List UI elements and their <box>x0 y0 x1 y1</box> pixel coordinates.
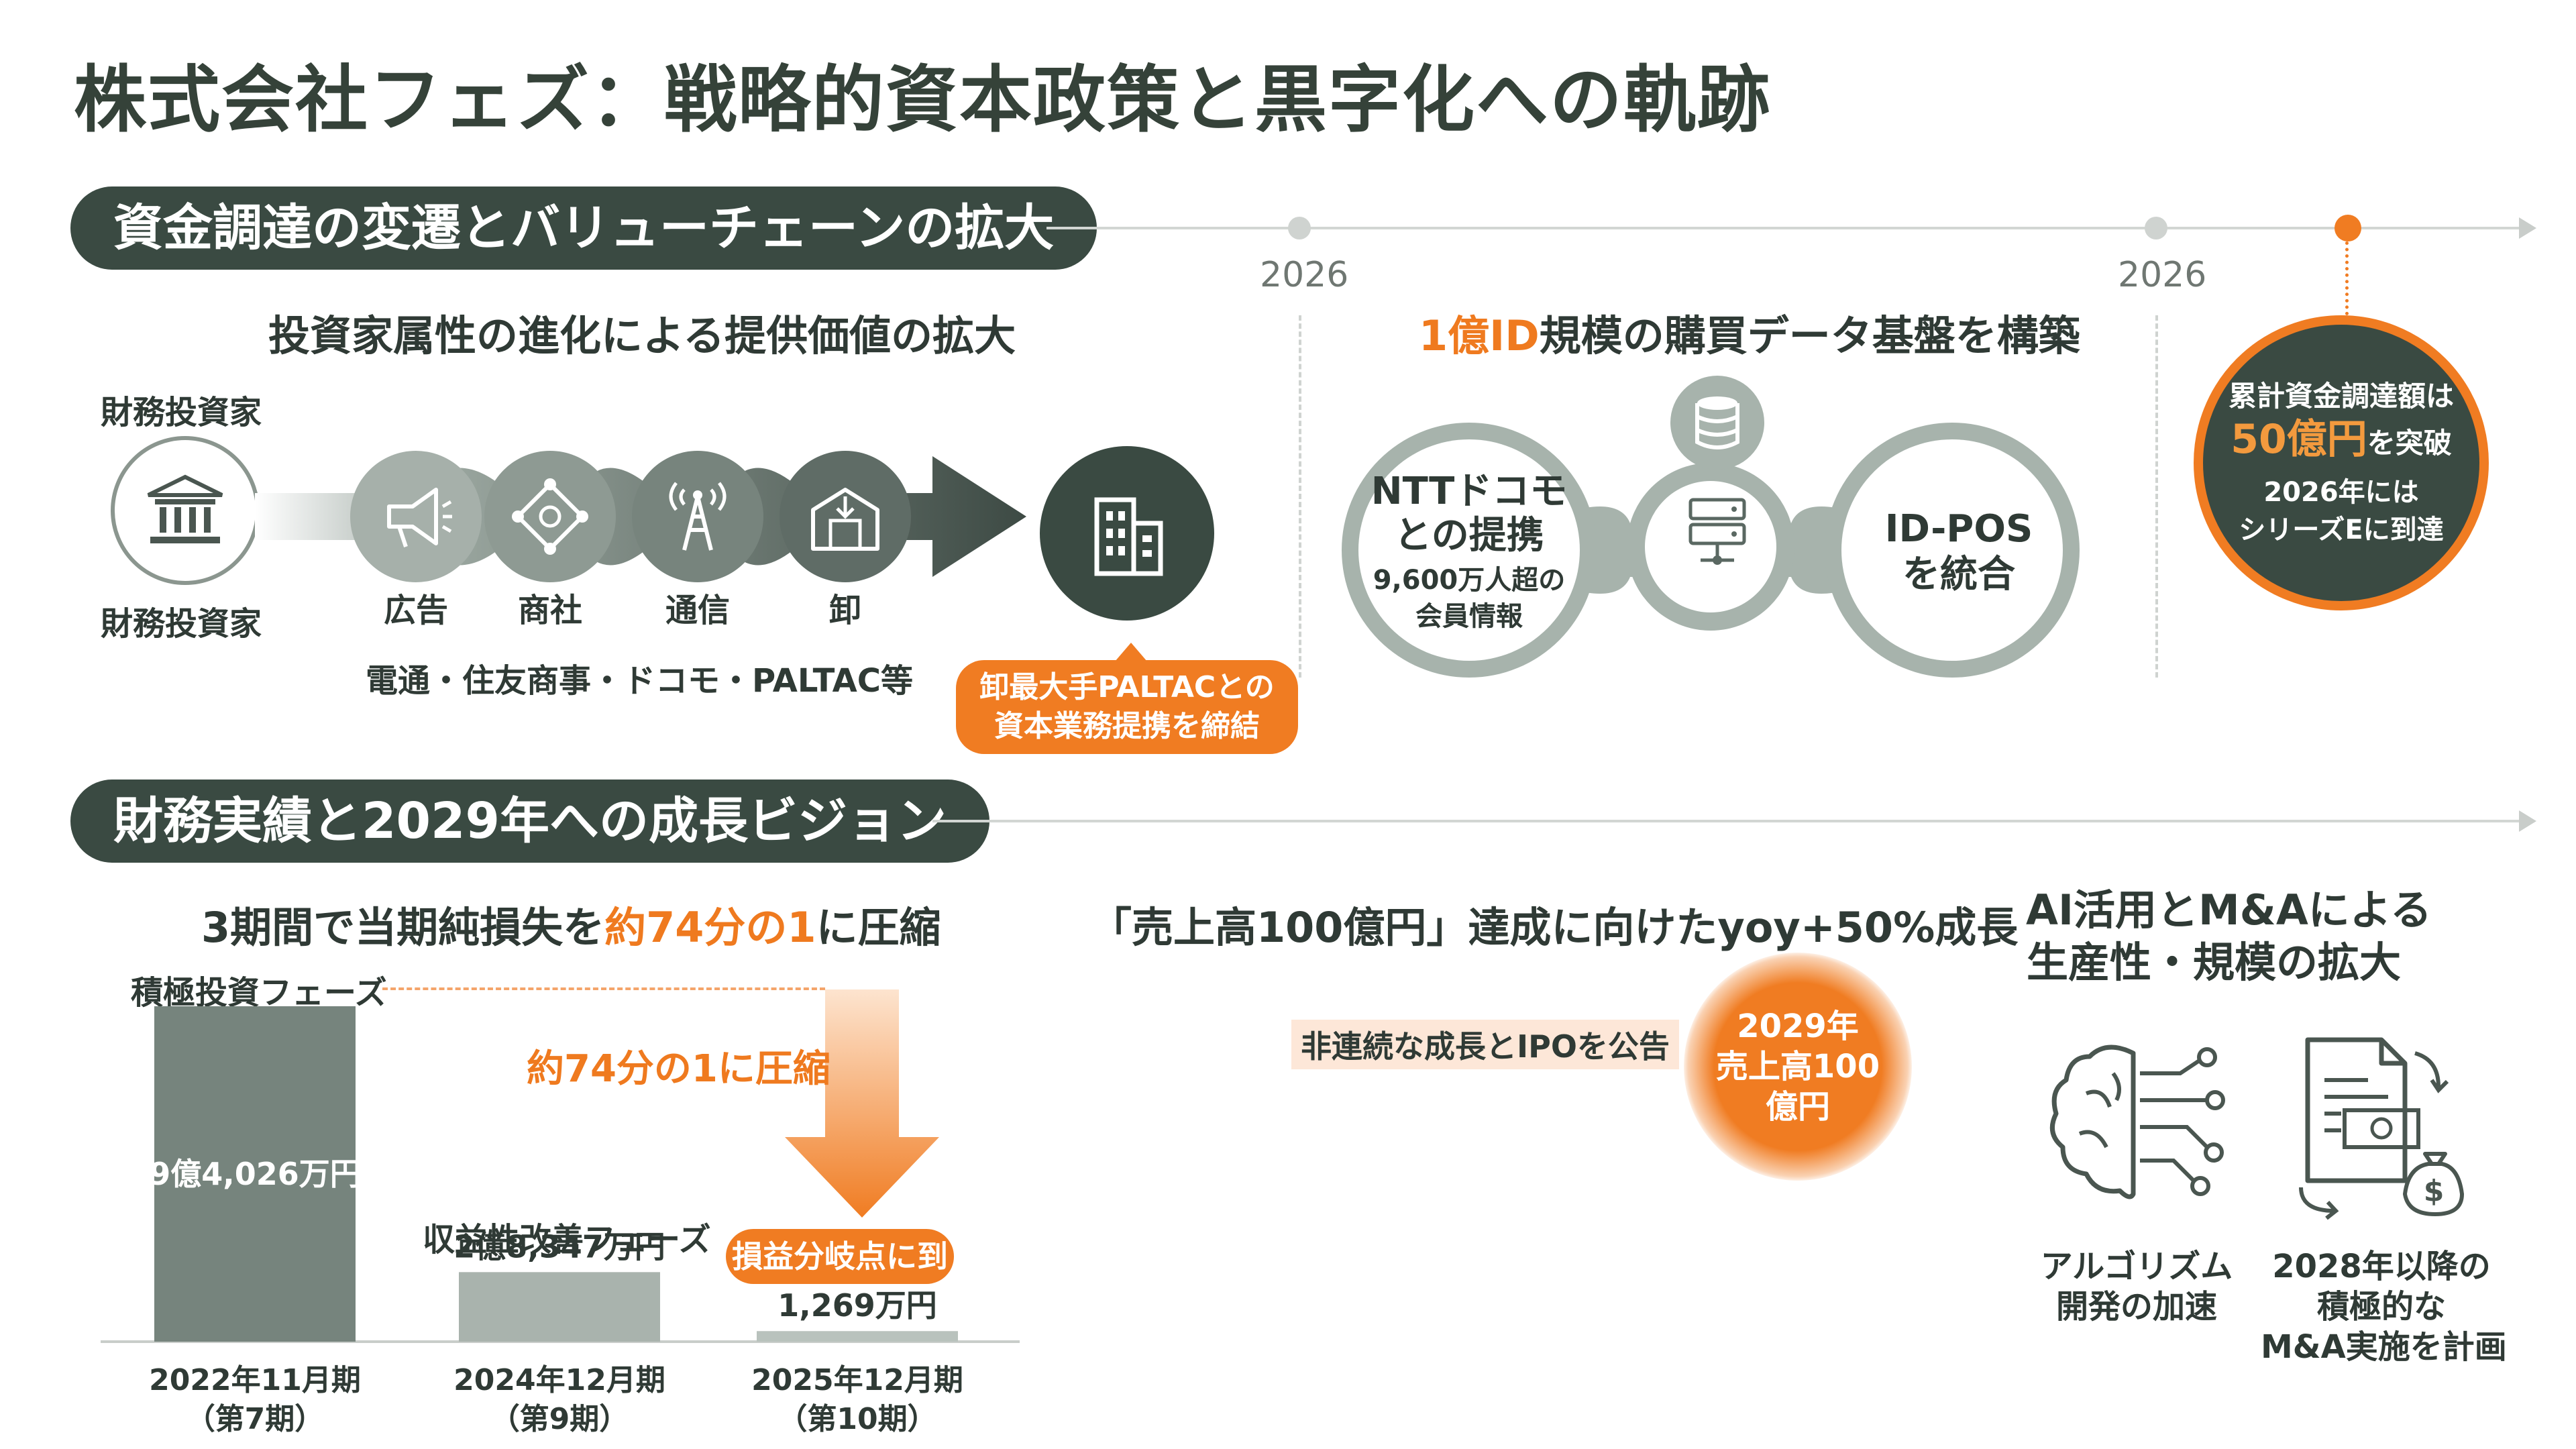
compress-arrow <box>785 989 939 1218</box>
chain-companies: 電通・住友商事・ドコモ・PALTAC等 <box>366 662 913 700</box>
ai-item1: アルゴリズム 開発の加速 <box>2019 1246 2254 1327</box>
database-icon <box>1670 376 1764 470</box>
chart-category-sublabel: （第9期） <box>490 1402 629 1436</box>
investor-top-label: 財務投資家 <box>101 394 262 431</box>
chart-category-label: 2024年12月期 <box>453 1363 665 1397</box>
chart-value-label: 2億8,347万円 <box>453 1228 665 1265</box>
chain-label: 商社 <box>517 592 582 629</box>
docomo-block: NTTドコモ との提携 9,600万人超の 会員情報 <box>1362 470 1576 635</box>
chain-label: 通信 <box>665 592 730 629</box>
callout-pointer <box>1115 643 1147 661</box>
funding-line: 累計資金調達額は <box>2228 380 2454 413</box>
breakeven-label: 損益分岐点に到達 <box>726 1229 954 1330</box>
chart-bar <box>757 1331 958 1342</box>
timeline-line <box>1046 227 2522 229</box>
building-icon <box>1040 446 1214 621</box>
ai-item2-line: 2028年以降の <box>2272 1248 2491 1285</box>
data-platform-diagram <box>1342 423 2080 678</box>
growth-title: 「売上高100億円」達成に向けたyoy+50%成長 <box>1090 903 2019 952</box>
loss-bar-chart: 9億4,026万円 2022年11月期 （第7期） 2億8,347万円 2024年12月… <box>101 1006 1020 1436</box>
section2-heading: 財務実績と2029年への成長ビジョン <box>70 780 989 863</box>
paltac-note-line: 卸最大手PALTACとの <box>979 670 1275 704</box>
value-chain-arrow <box>255 451 1026 582</box>
docomo-label: との提携 <box>1394 514 1544 557</box>
ai-item2-line: 積極的な <box>2316 1288 2446 1326</box>
chart-bar <box>154 1006 356 1342</box>
docomo-sub: 9,600万人超の <box>1373 565 1566 596</box>
chart-category-label: 2022年11月期 <box>149 1363 361 1397</box>
target-circle: 2029年 売上高100 億円 <box>1684 953 1912 1181</box>
chain-label: 卸 <box>828 592 861 629</box>
ai-item1-line: アルゴリズム <box>2040 1248 2233 1285</box>
funding-suffix: を突破 <box>2367 427 2452 460</box>
docomo-label: NTTドコモ <box>1371 470 1568 513</box>
ipo-label: 非連続な成長とIPOを公告 <box>1291 1020 1679 1069</box>
idpos-label: を統合 <box>1902 553 2015 596</box>
timeline-dot <box>1288 217 1311 239</box>
ai-title: AI活用とM&Aによる 生産性・規模の拡大 <box>2026 884 2432 989</box>
ai-item2: 2028年以降の 積極的な M&A実施を計画 <box>2261 1246 2507 1367</box>
funding-line: 2026年には <box>2263 477 2419 508</box>
timeline-arrow-icon <box>2519 217 2536 239</box>
ai-title-line: 生産性・規模の拡大 <box>2026 938 2401 987</box>
page-title: 株式会社フェズ：戦略的資本政策と黒字化への軌跡 <box>74 58 1772 142</box>
divider <box>1299 315 1301 678</box>
phase1-label: 積極投資フェーズ <box>131 974 387 1012</box>
document-money-icon: $ <box>2294 1033 2469 1221</box>
funding-line: シリーズEに到達 <box>2239 515 2444 545</box>
bank-icon <box>111 436 260 585</box>
funding-amount-line: 50億円を突破 <box>2231 416 2452 467</box>
warehouse-icon <box>805 476 885 557</box>
loss-title: 3期間で当期純損失を約74分の1に圧縮 <box>201 894 941 954</box>
funding-circle: 累計資金調達額は 50億円を突破 2026年には シリーズEに到達 <box>2194 315 2489 610</box>
timeline-dot <box>2145 217 2167 239</box>
timeline-dot-active <box>2334 215 2361 241</box>
megaphone-icon <box>376 476 456 557</box>
timeline-year: 2026 <box>2118 255 2207 295</box>
funding-amount: 50億円 <box>2231 416 2367 463</box>
idpos-block: ID-POS を統合 <box>1851 506 2066 598</box>
section1-heading: 資金調達の変遷とバリューチェーンの拡大 <box>70 186 1097 270</box>
connector <box>2345 241 2349 315</box>
loss-title-post: に圧縮 <box>816 903 941 952</box>
chart-category-label: 2025年12月期 <box>751 1363 963 1397</box>
target-line: 2029年 <box>1737 1008 1859 1045</box>
brain-circuit-icon <box>2039 1033 2234 1221</box>
chart-category-sublabel: （第7期） <box>186 1402 325 1436</box>
timeline-line <box>932 820 2522 822</box>
timeline-arrow-icon <box>2519 810 2536 832</box>
compress-label: 約74分の1に圧縮 <box>527 1047 830 1091</box>
chain-label: 広告 <box>383 592 448 629</box>
loss-title-highlight: 約74分の1 <box>604 903 816 952</box>
ai-item2-line: M&A実施を計画 <box>2261 1328 2507 1366</box>
data-title: 1億ID規模の購買データ基盤を構築 <box>1419 302 2080 362</box>
phase2-label: 収益性改善フェーズ <box>423 1221 711 1258</box>
divider <box>2155 315 2158 678</box>
server-icon <box>1687 496 1748 570</box>
loss-title-pre: 3期間で当期純損失を <box>201 903 605 952</box>
target-line: 売上高100 <box>1715 1048 1880 1085</box>
data-title-rest: 規模の購買データ基盤を構築 <box>1539 311 2080 360</box>
network-icon <box>510 476 590 557</box>
target-line: 億円 <box>1765 1088 1830 1126</box>
idpos-label: ID-POS <box>1884 507 2033 551</box>
investor-title: 投資家属性の進化による提供価値の拡大 <box>268 311 1016 360</box>
data-title-highlight: 1億ID <box>1419 311 1540 360</box>
svg-text:$: $ <box>2424 1174 2445 1208</box>
chart-value-label: 1,269万円 <box>777 1287 937 1324</box>
timeline-year: 2026 <box>1260 255 1349 295</box>
chart-value-label: 9億4,026万円 <box>149 1156 361 1192</box>
paltac-note-line: 資本業務提携を締結 <box>994 709 1260 743</box>
ai-item1-line: 開発の加速 <box>2055 1288 2217 1326</box>
chart-bar <box>459 1272 660 1342</box>
paltac-note: 卸最大手PALTACとの 資本業務提携を締結 <box>956 660 1298 754</box>
ai-title-line: AI活用とM&Aによる <box>2026 885 2432 934</box>
chart-category-sublabel: （第10期） <box>777 1402 936 1436</box>
compress-dashline <box>382 987 825 990</box>
investor-bottom-label: 財務投資家 <box>101 605 262 643</box>
docomo-sub: 会員情報 <box>1415 601 1523 632</box>
antenna-icon <box>657 476 738 557</box>
